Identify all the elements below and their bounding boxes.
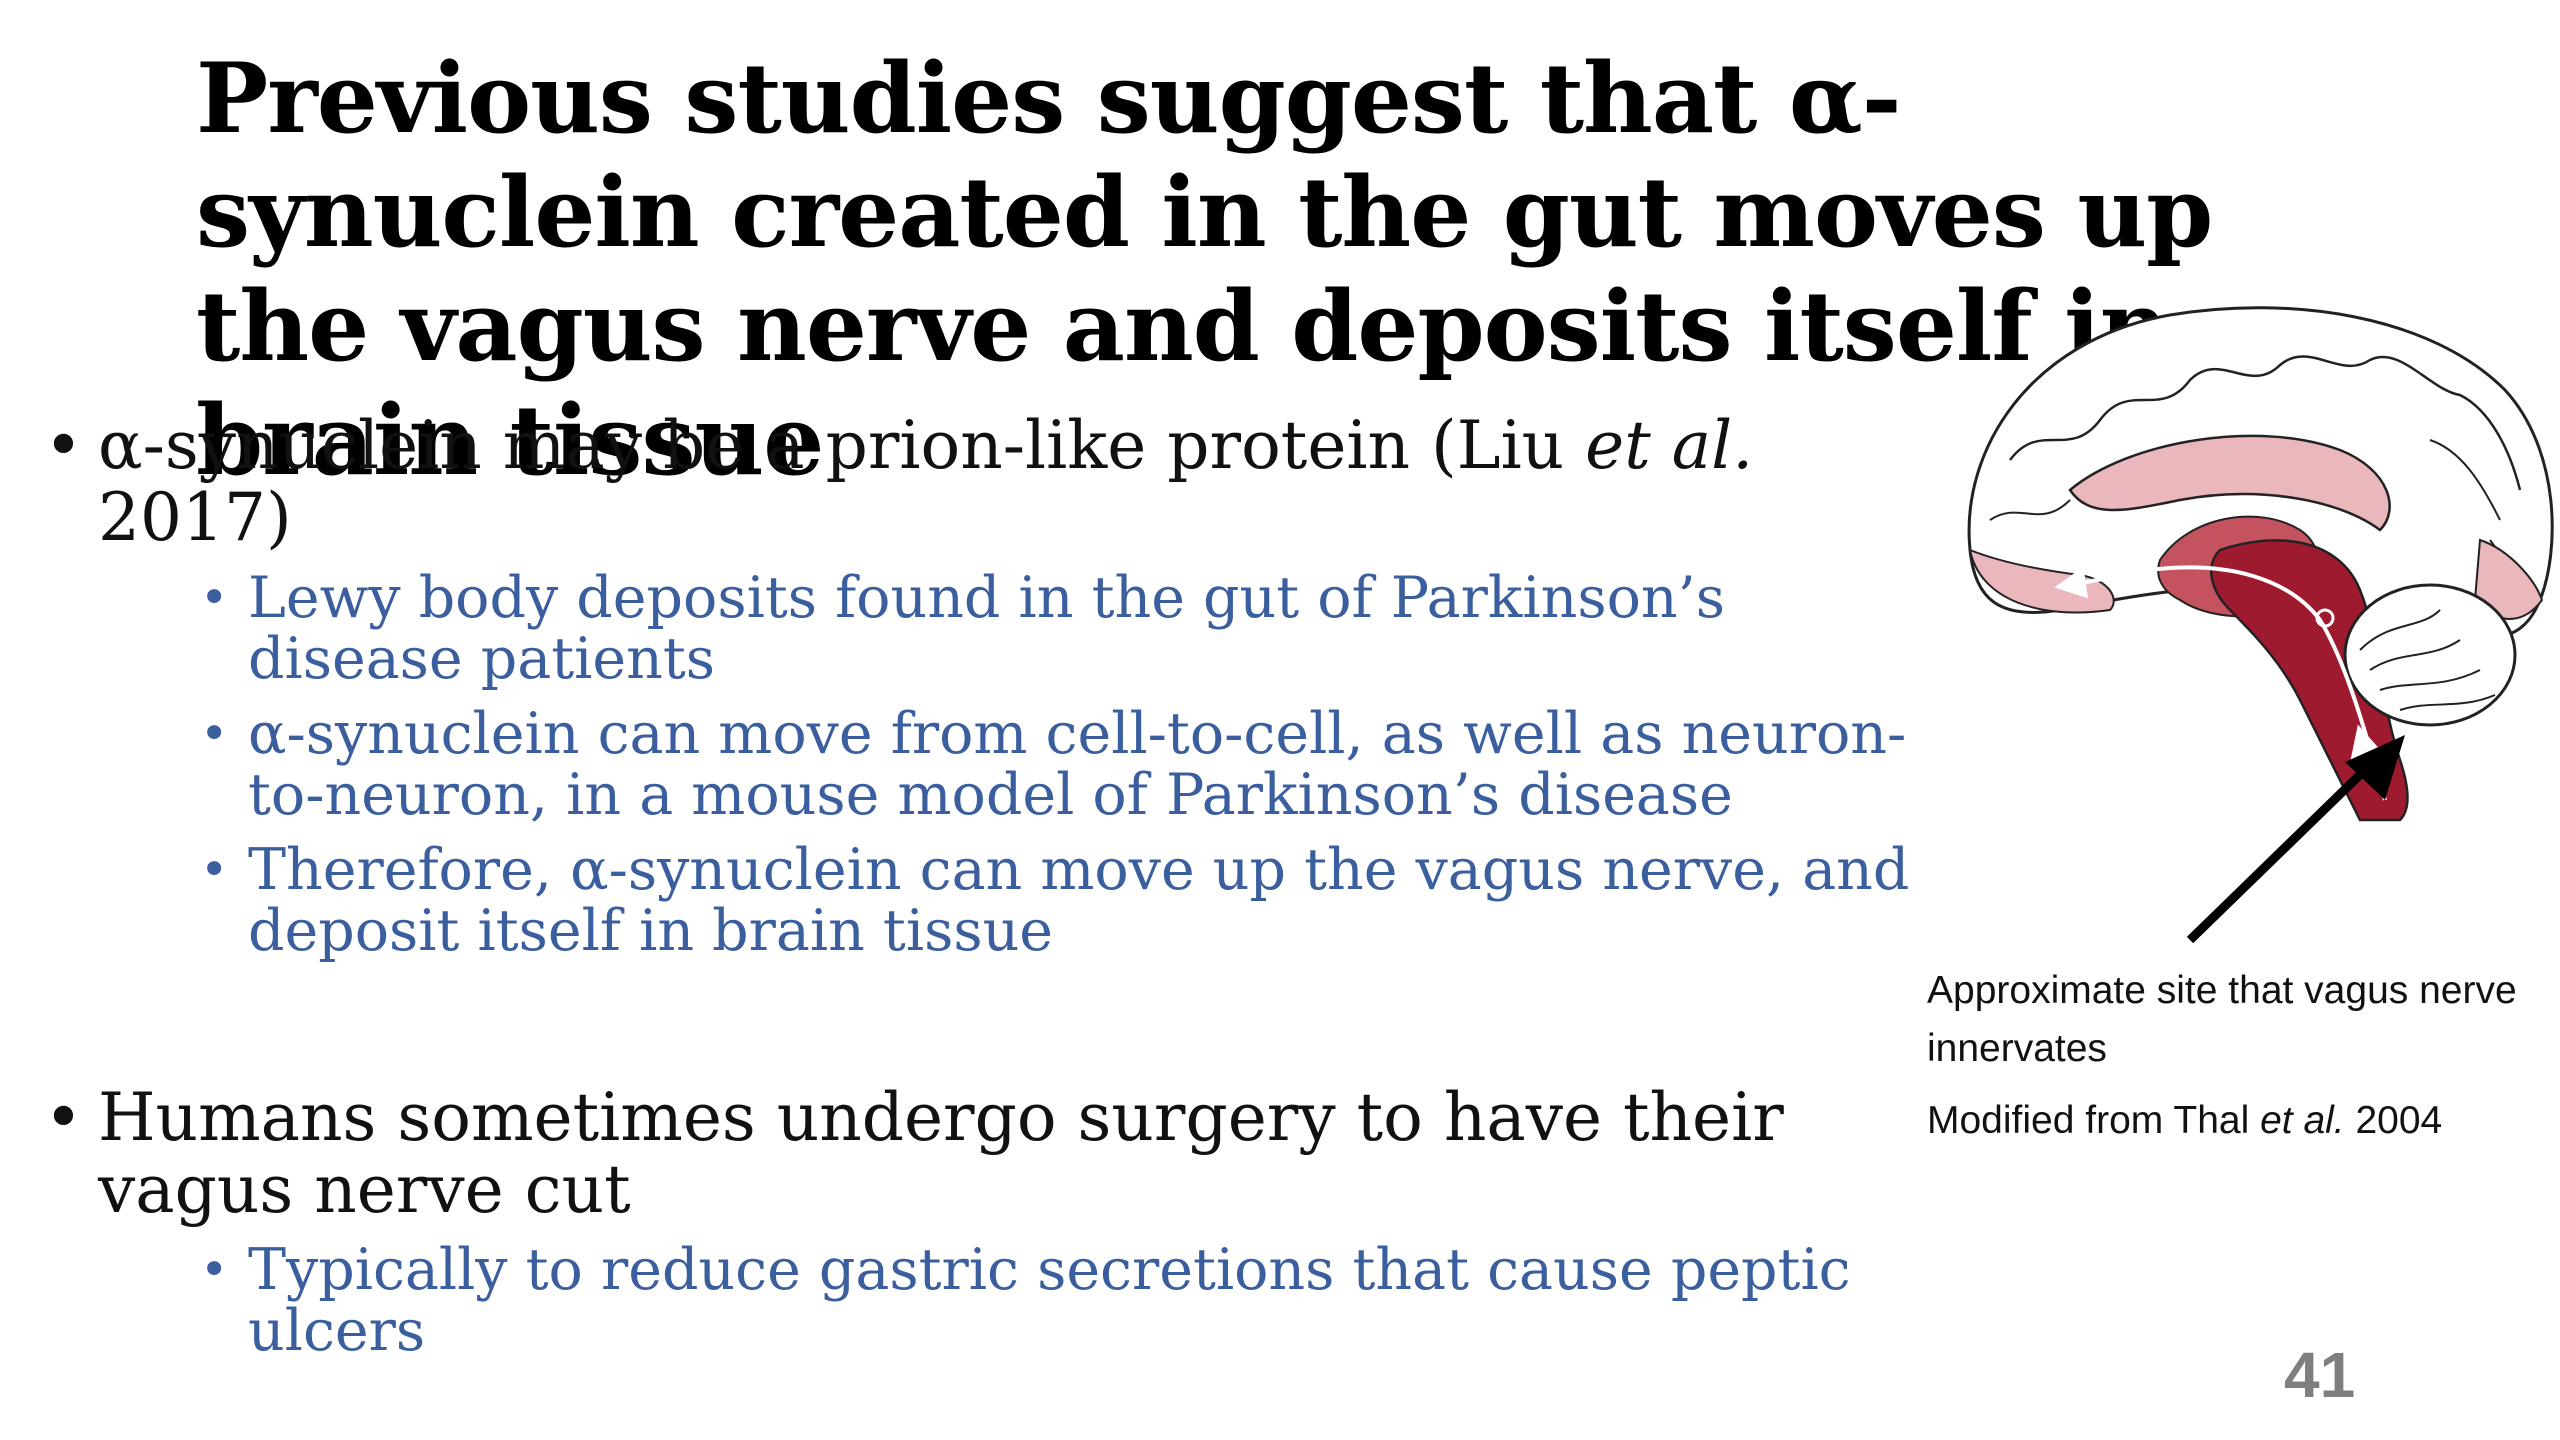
brain-figure <box>1960 300 2560 960</box>
sub-bullet-item: • Typically to reduce gastric secretions… <box>98 1240 1924 1362</box>
sub-bullet-item: • Therefore, α-synuclein can move up the… <box>98 840 1924 962</box>
bullet-dot: • <box>200 1242 229 1298</box>
slide-title: Previous studies suggest that α-synuclei… <box>196 42 2213 497</box>
credit-prefix: Modified from Thal <box>1927 1099 2261 1142</box>
sub-bullet-list: • Typically to reduce gastric secretions… <box>98 1240 1924 1362</box>
bullet-dot: • <box>200 706 229 762</box>
bullet-vagotomy: • Humans sometimes undergo surgery to ha… <box>44 1082 1924 1362</box>
figure-credit: Modified from Thal et al. 2004 <box>1927 1092 2547 1150</box>
credit-suffix: 2004 <box>2344 1099 2443 1142</box>
page-number: 41 <box>2284 1339 2356 1411</box>
figure-caption: Approximate site that vagus nerve innerv… <box>1927 969 2517 1070</box>
sub-bullet-list: • Lewy body deposits found in the gut of… <box>98 568 1924 962</box>
brain-sagittal-illustration-icon <box>1967 306 2554 944</box>
bullet-dot: • <box>44 1079 83 1156</box>
sub-bullet-text: Typically to reduce gastric secretions t… <box>248 1237 1851 1364</box>
bullet-list: • α-synuclein may be a prion-like protei… <box>44 410 1924 1362</box>
bullet-text: α-synuclein may be a prion-like protein … <box>98 407 1586 484</box>
bullet-dot: • <box>200 570 229 626</box>
sub-bullet-text: Lewy body deposits found in the gut of P… <box>248 565 1725 692</box>
sub-bullet-text: α-synuclein can move from cell-to-cell, … <box>248 701 1907 828</box>
bullet-text: Humans sometimes undergo surgery to have… <box>98 1079 1784 1228</box>
sub-bullet-item: • Lewy body deposits found in the gut of… <box>98 568 1924 690</box>
bullet-dot: • <box>200 842 229 898</box>
sub-bullet-text: Therefore, α-synuclein can move up the v… <box>248 837 1910 964</box>
bullet-prion: • α-synuclein may be a prion-like protei… <box>44 410 1924 962</box>
bullet-text-after: 2017) <box>98 479 292 556</box>
bullet-italic: et al. <box>1585 407 1754 484</box>
bullet-dot: • <box>44 407 83 484</box>
credit-italic: et al. <box>2260 1099 2345 1142</box>
sub-bullet-item: • α-synuclein can move from cell-to-cell… <box>98 704 1924 826</box>
